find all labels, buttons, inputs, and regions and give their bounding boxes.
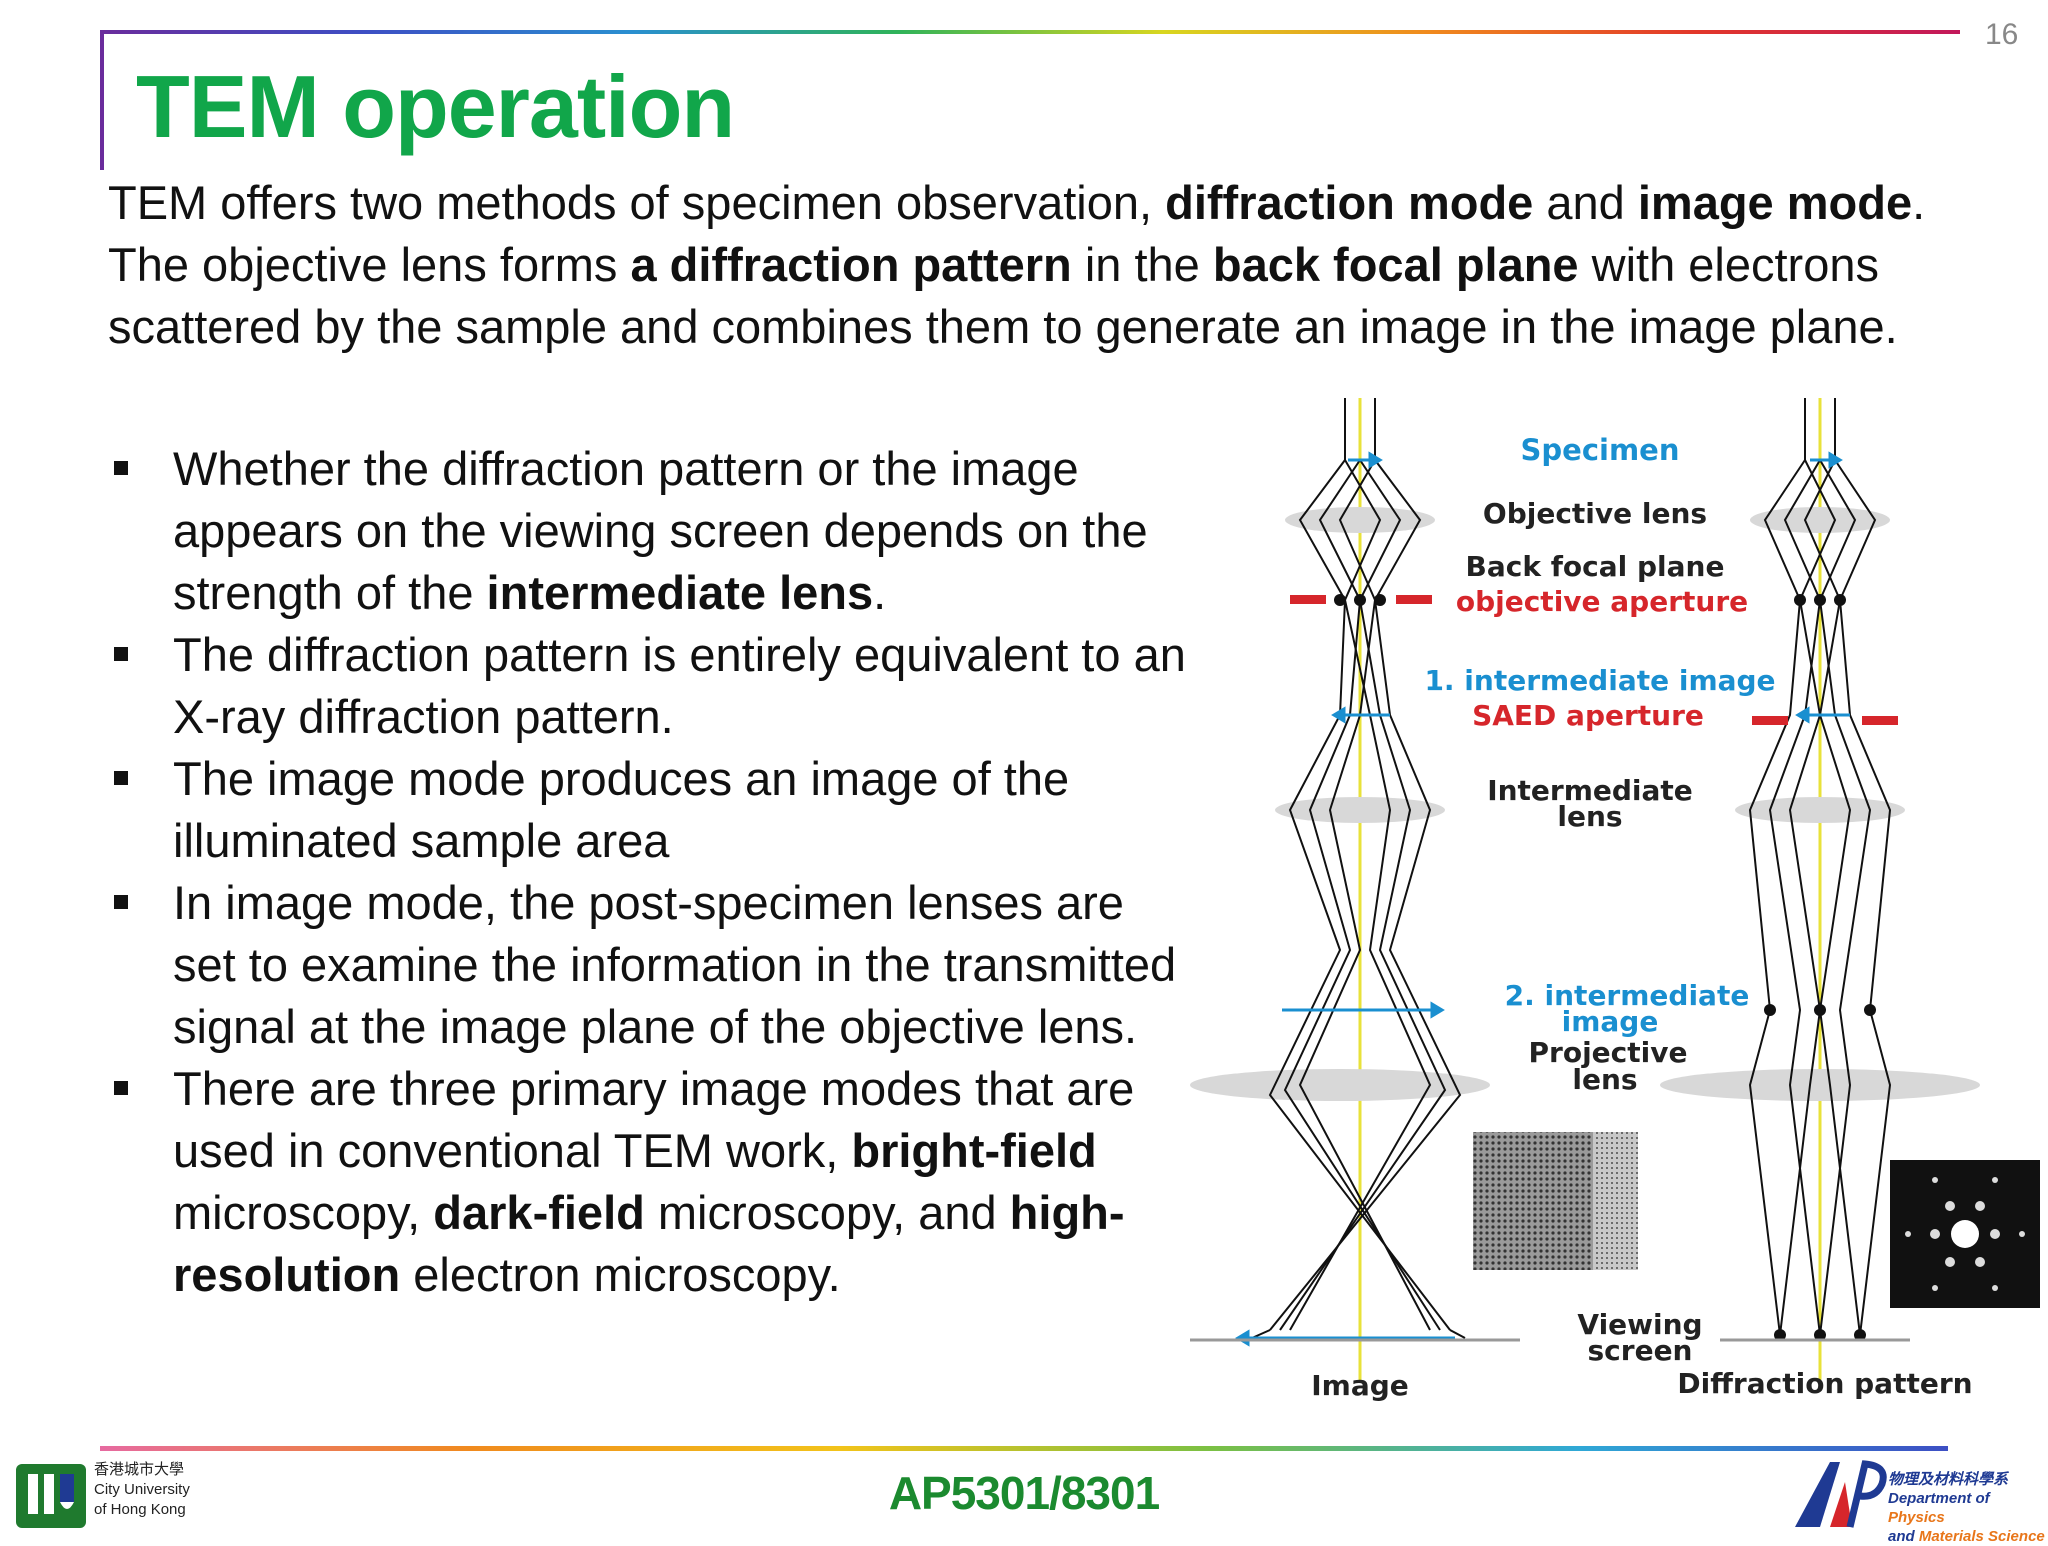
bullet-text: microscopy, [173, 1186, 434, 1239]
bullet-marker [114, 771, 128, 785]
department-name: 物理及材料科學系 Department of Physics and Mater… [1888, 1470, 2048, 1546]
bullet-item: The image mode produces an image of the … [108, 748, 1188, 872]
label-intermediate-image-2a: 2. intermediate [1505, 979, 1750, 1012]
bullet-marker [114, 1081, 128, 1095]
top-rainbow-rule [100, 30, 1960, 34]
intro-text: in the [1071, 238, 1213, 291]
bullet-item: Whether the diffraction pattern or the i… [108, 438, 1188, 624]
bullet-marker [114, 461, 128, 475]
intro-text: TEM offers two methods of specimen obser… [108, 176, 1166, 229]
label-objective-aperture: objective aperture [1456, 585, 1748, 618]
label-back-focal-plane: Back focal plane [1466, 550, 1725, 583]
saed-aperture-right [1862, 716, 1898, 725]
label-intermediate-lens-2: lens [1557, 800, 1622, 833]
cityu-name: 香港城市大學 City University of Hong Kong [94, 1460, 190, 1520]
label-intermediate-image-1: 1. intermediate image [1424, 664, 1775, 697]
cityu-name-en2: of Hong Kong [94, 1501, 186, 1518]
bullet-text: . [873, 566, 887, 619]
bullet-text: There are three primary image modes that… [173, 1062, 1135, 1177]
lattice-micrograph [1473, 1132, 1593, 1270]
bullet-text: electron microscopy. [400, 1248, 841, 1301]
department-name-cn: 物理及材料科學系 [1888, 1471, 2009, 1488]
label-objective-lens: Objective lens [1483, 497, 1707, 530]
bullet-item: There are three primary image modes that… [108, 1058, 1188, 1306]
tem-ray-diagram: Specimen Objective lens Back focal plane… [1190, 398, 2040, 1402]
department-text-highlight: Physics [1888, 1509, 1945, 1526]
cityu-name-en1: City University [94, 1481, 190, 1498]
course-code: AP5301/8301 [888, 1467, 1160, 1519]
label-viewing-screen-2: screen [1588, 1334, 1693, 1367]
label-specimen: Specimen [1521, 433, 1680, 467]
label-intermediate-lens-1: Intermediate [1487, 774, 1693, 807]
bullet-text: Whether the diffraction pattern or the i… [173, 442, 1148, 619]
bullet-item: In image mode, the post-specimen lenses … [108, 872, 1188, 1058]
bullet-text: microscopy, and [644, 1186, 1010, 1239]
label-intermediate-image-2b: image [1562, 1005, 1659, 1038]
department-text-highlight: Materials Science [1918, 1528, 2045, 1545]
label-saed-aperture: SAED aperture [1472, 699, 1704, 732]
intro-bold: image mode [1637, 176, 1913, 229]
bullet-bold: dark-field [433, 1186, 645, 1239]
diffraction-pattern-inset [1890, 1160, 2040, 1308]
bullet-bold: high-resolution [173, 1186, 1125, 1301]
intro-bold: a diffraction pattern [630, 238, 1072, 291]
image-mode-rays [1190, 398, 1520, 1380]
page-number: 16 [1985, 18, 2019, 51]
department-text: Department of [1888, 1490, 1990, 1507]
diffraction-mode-rays [1660, 398, 1980, 1380]
projective-lens-ellipse [1190, 1069, 1490, 1101]
bullet-text: In image mode, the post-specimen lenses … [173, 876, 1177, 1053]
ap-department-logo [1795, 1460, 1887, 1528]
saed-aperture-left [1752, 716, 1788, 725]
bullet-marker [114, 895, 128, 909]
intro-bold: diffraction mode [1165, 176, 1534, 229]
bullet-bold: bright-field [851, 1124, 1097, 1177]
bottom-rainbow-rule [100, 1446, 1948, 1451]
label-projective-lens-2: lens [1572, 1063, 1637, 1096]
bullet-text: The diffraction pattern is entirely equi… [173, 628, 1186, 743]
bullet-text: The image mode produces an image of the … [173, 752, 1070, 867]
label-projective-lens-1: Projective [1529, 1036, 1688, 1069]
label-diffraction-pattern: Diffraction pattern [1677, 1367, 1972, 1400]
bullet-list: Whether the diffraction pattern or the i… [108, 438, 1188, 1306]
intro-text: and [1533, 176, 1638, 229]
cityu-name-cn: 香港城市大學 [94, 1461, 185, 1478]
label-viewing-screen-1: Viewing [1577, 1308, 1702, 1341]
intro-paragraph: TEM offers two methods of specimen obser… [108, 172, 2008, 358]
intro-text: with electrons scattered by the sample a… [108, 238, 1898, 353]
amorphous-micrograph [1593, 1132, 1638, 1270]
bullet-marker [114, 647, 128, 661]
title-accent-bar [100, 30, 104, 170]
intermediate-lens-ellipse [1275, 797, 1445, 823]
intro-bold: back focal plane [1212, 238, 1579, 291]
department-text: and [1888, 1528, 1919, 1545]
cityu-logo [16, 1464, 86, 1528]
slide-title: TEM operation [136, 57, 735, 156]
intro-text: . The objective lens forms [108, 176, 1926, 291]
objective-aperture-left [1290, 595, 1326, 604]
bullet-bold: intermediate lens [486, 566, 874, 619]
label-image: Image [1311, 1369, 1409, 1402]
bullet-item: The diffraction pattern is entirely equi… [108, 624, 1188, 748]
objective-aperture-right [1396, 595, 1432, 604]
